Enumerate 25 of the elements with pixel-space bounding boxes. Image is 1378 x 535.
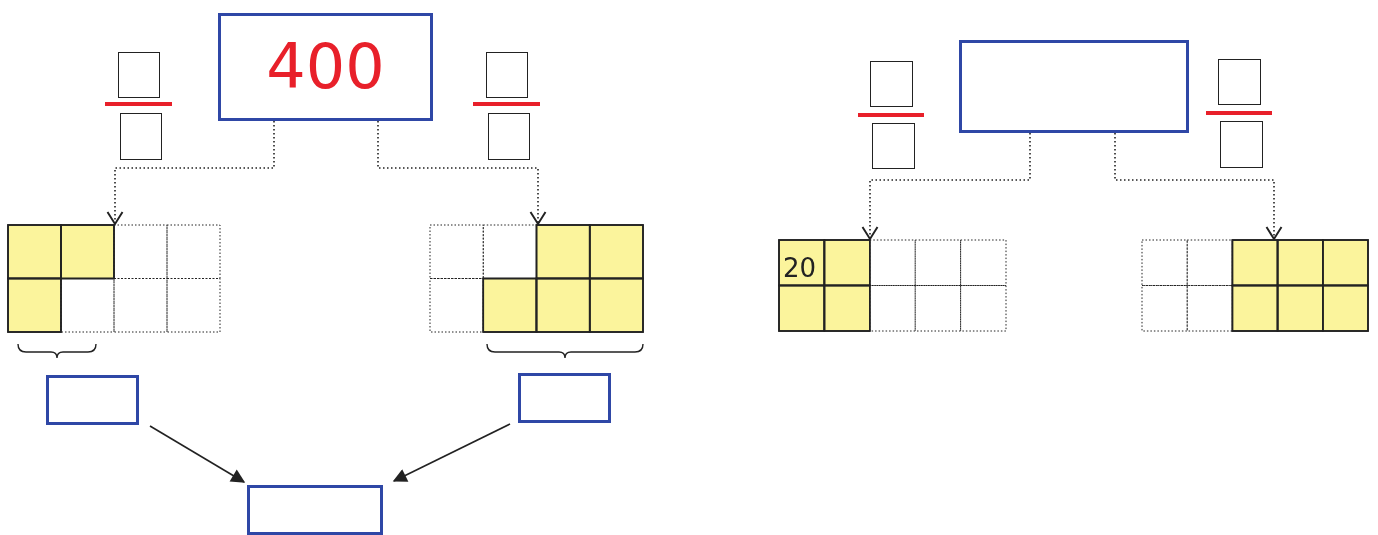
value-box xyxy=(218,13,433,121)
answer-box xyxy=(518,373,611,423)
answer-box xyxy=(1220,121,1263,168)
fraction-grid xyxy=(8,225,220,332)
number-label: 20 xyxy=(783,255,817,281)
answer-box xyxy=(872,123,915,169)
answer-box xyxy=(488,113,530,160)
answer-box xyxy=(247,485,383,535)
fraction-grid xyxy=(779,240,1006,331)
answer-box xyxy=(120,113,162,160)
arrow xyxy=(377,120,547,225)
fraction-grid xyxy=(1142,240,1368,331)
arrow xyxy=(392,423,511,482)
arrow xyxy=(861,132,1031,240)
answer-box xyxy=(959,40,1189,133)
arrow xyxy=(1114,132,1283,240)
answer-box xyxy=(1218,59,1261,105)
answer-box xyxy=(486,52,528,98)
answer-box xyxy=(870,61,913,107)
arrow xyxy=(106,120,275,225)
fraction-grid xyxy=(430,225,643,332)
number-label: 400 xyxy=(266,36,385,98)
arrow xyxy=(149,425,246,483)
answer-box xyxy=(46,375,139,425)
answer-box xyxy=(118,52,160,98)
